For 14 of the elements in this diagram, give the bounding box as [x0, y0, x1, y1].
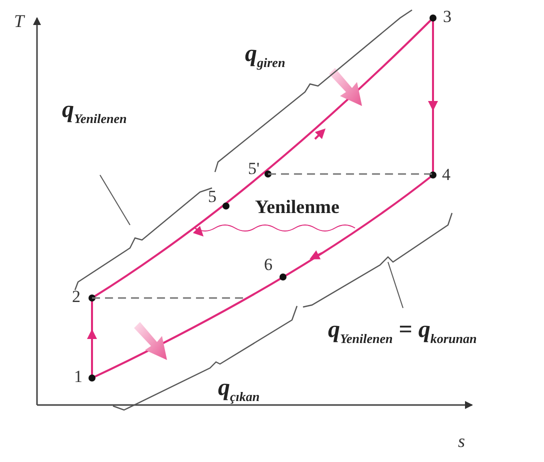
point-label: 5: [208, 188, 216, 205]
heat-label: q$_{giren}$: [245, 42, 286, 69]
axis-label: T: [14, 12, 24, 30]
heat-label: q$_{Yenilenen}$: [62, 98, 127, 125]
point-label: 4: [442, 166, 450, 183]
axis-label: s: [458, 432, 466, 450]
point-label: 6: [264, 256, 272, 273]
point-label: 3: [443, 8, 452, 25]
heat-label: q$_{Yenilenen}$ = q$_{korunan}$: [328, 318, 477, 345]
point-label: 2: [72, 288, 80, 305]
process-label: Yenilenme: [255, 198, 340, 217]
point-label: 5': [248, 160, 260, 177]
point-label: 1: [74, 368, 82, 385]
heat-label: q$_{çıkan}$: [218, 376, 260, 403]
